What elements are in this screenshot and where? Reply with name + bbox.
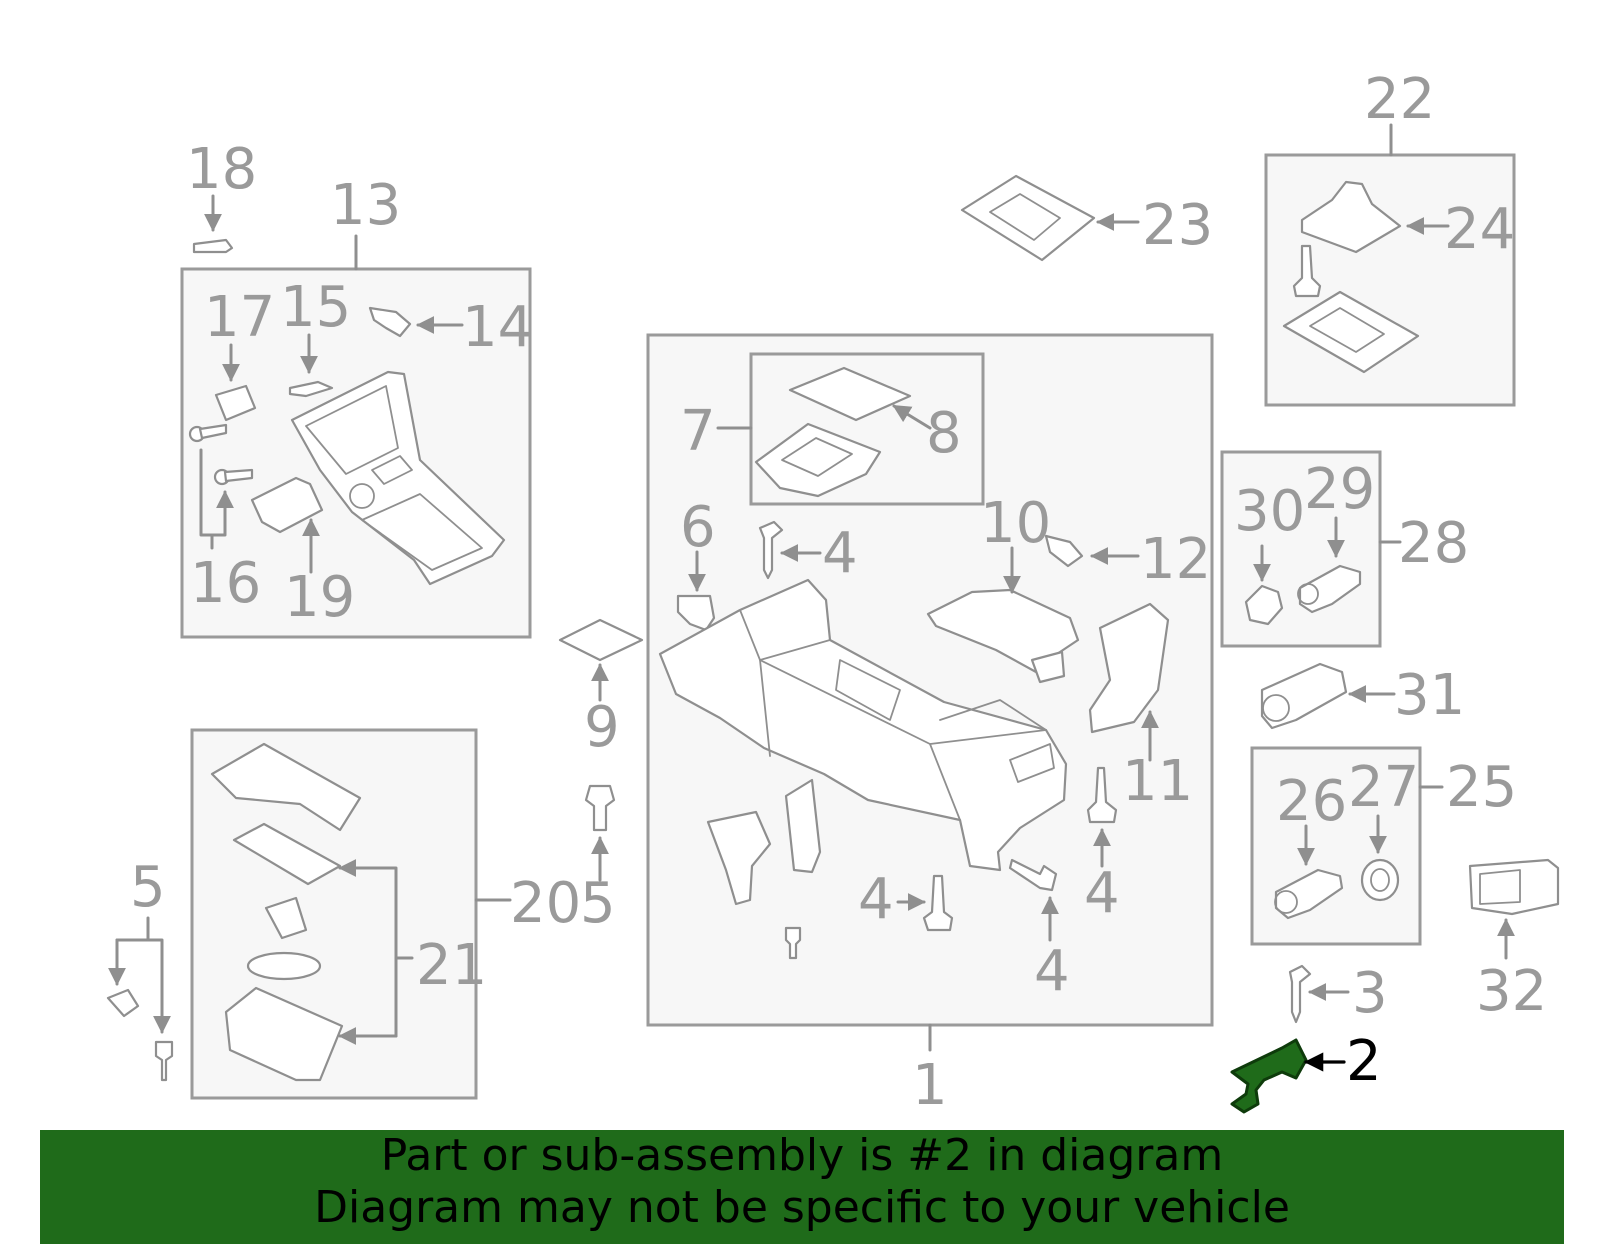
part-4-screw-center[interactable] bbox=[922, 874, 954, 932]
callout-2: 2 bbox=[1346, 1029, 1382, 1094]
part-22-screw[interactable] bbox=[1292, 244, 1322, 298]
part-30-cap[interactable] bbox=[1244, 584, 1284, 626]
box-22 bbox=[1264, 153, 1516, 407]
part-16-screws[interactable] bbox=[188, 423, 254, 486]
part-12-clip[interactable] bbox=[1044, 534, 1084, 568]
part-23-bezel[interactable] bbox=[960, 174, 1096, 262]
callout-14: 14 bbox=[462, 295, 533, 360]
part-5-bolts-left[interactable] bbox=[106, 988, 174, 1082]
callout-4-bottom: 4 bbox=[1034, 939, 1070, 1004]
part-15-clip[interactable] bbox=[288, 380, 334, 398]
callout-19: 19 bbox=[284, 565, 355, 630]
part-32-switch[interactable] bbox=[1468, 858, 1560, 916]
part-1-small-bolt[interactable] bbox=[784, 926, 802, 960]
callout-15: 15 bbox=[280, 275, 351, 340]
callout-27: 27 bbox=[1348, 755, 1419, 820]
callout-18: 18 bbox=[186, 137, 257, 202]
part-1-bracket-right[interactable] bbox=[784, 778, 822, 874]
callout-24: 24 bbox=[1444, 197, 1515, 262]
part-20-lid[interactable] bbox=[210, 742, 362, 832]
callout-4-top: 4 bbox=[822, 521, 858, 586]
part-4-screw-diag[interactable] bbox=[1008, 858, 1058, 892]
part-31-socket[interactable] bbox=[1260, 662, 1348, 730]
part-1-bracket-left[interactable] bbox=[706, 810, 772, 906]
callout-22: 22 bbox=[1364, 67, 1435, 132]
part-1-console[interactable] bbox=[658, 578, 1068, 872]
callout-29: 29 bbox=[1304, 457, 1375, 522]
box-25 bbox=[1250, 746, 1422, 946]
part-5-bolt-center[interactable] bbox=[584, 784, 616, 832]
callout-5-center: 5 bbox=[580, 871, 616, 936]
part-14-bracket[interactable] bbox=[368, 306, 412, 338]
callout-25: 25 bbox=[1446, 755, 1517, 820]
callout-28: 28 bbox=[1398, 511, 1469, 576]
part-11-panel[interactable] bbox=[1088, 602, 1170, 734]
part-3-screw[interactable] bbox=[1288, 964, 1312, 1024]
group-25 bbox=[1250, 746, 1444, 946]
callout-1: 1 bbox=[912, 1053, 948, 1118]
callout-12: 12 bbox=[1140, 527, 1211, 592]
banner-line-1: Part or sub-assembly is #2 in diagram bbox=[380, 1130, 1224, 1181]
part-27-ring[interactable] bbox=[1360, 858, 1400, 902]
info-banner: Part or sub-assembly is #2 in diagram Di… bbox=[40, 1130, 1564, 1244]
callout-13: 13 bbox=[330, 173, 401, 238]
callout-6: 6 bbox=[680, 495, 716, 560]
group-28 bbox=[1220, 450, 1402, 648]
part-24-boot[interactable] bbox=[1300, 180, 1402, 254]
callout-10: 10 bbox=[980, 491, 1051, 556]
callout-11: 11 bbox=[1122, 749, 1193, 814]
callout-8: 8 bbox=[926, 401, 962, 466]
callout-5-left: 5 bbox=[130, 855, 166, 920]
callout-7: 7 bbox=[680, 399, 716, 464]
group-22 bbox=[1264, 123, 1516, 407]
part-13-bezel[interactable] bbox=[290, 370, 506, 586]
callout-4-right: 4 bbox=[1084, 861, 1120, 926]
part-17-pad[interactable] bbox=[214, 384, 257, 422]
part-20-cover[interactable] bbox=[246, 951, 322, 981]
callout-31: 31 bbox=[1394, 663, 1465, 728]
part-4-screw-right[interactable] bbox=[1086, 766, 1118, 824]
callout-16: 16 bbox=[190, 551, 261, 616]
part-10-armrest[interactable] bbox=[926, 588, 1080, 674]
callout-32: 32 bbox=[1476, 959, 1547, 1024]
callout-labels: 1 2 3 4 4 4 4 5 5 6 7 8 9 10 11 12 13 14… bbox=[130, 67, 1547, 1118]
part-4-screw-top[interactable] bbox=[758, 520, 784, 580]
callout-9: 9 bbox=[584, 695, 620, 760]
part-22-bezel[interactable] bbox=[1282, 290, 1420, 374]
callout-17: 17 bbox=[204, 285, 275, 350]
callout-30: 30 bbox=[1234, 479, 1305, 544]
part-7-tray[interactable] bbox=[754, 422, 882, 498]
group-20 bbox=[190, 728, 512, 1100]
group-13 bbox=[180, 194, 532, 639]
callout-23: 23 bbox=[1142, 193, 1213, 258]
part-8-mat[interactable] bbox=[788, 366, 912, 422]
part-20-tray[interactable] bbox=[224, 986, 344, 1082]
part-18-clip[interactable] bbox=[192, 238, 234, 254]
part-20-clip[interactable] bbox=[264, 896, 308, 940]
group-1 bbox=[646, 333, 1214, 1052]
callout-4-center: 4 bbox=[858, 867, 894, 932]
part-9-pad[interactable] bbox=[558, 618, 644, 662]
callout-26: 26 bbox=[1276, 769, 1347, 834]
callout-20: 20 bbox=[510, 871, 581, 936]
banner-line-2: Diagram may not be specific to your vehi… bbox=[314, 1182, 1290, 1233]
part-2-bracket[interactable] bbox=[1230, 1038, 1308, 1114]
callout-21: 21 bbox=[416, 933, 487, 998]
callout-3: 3 bbox=[1352, 961, 1388, 1026]
